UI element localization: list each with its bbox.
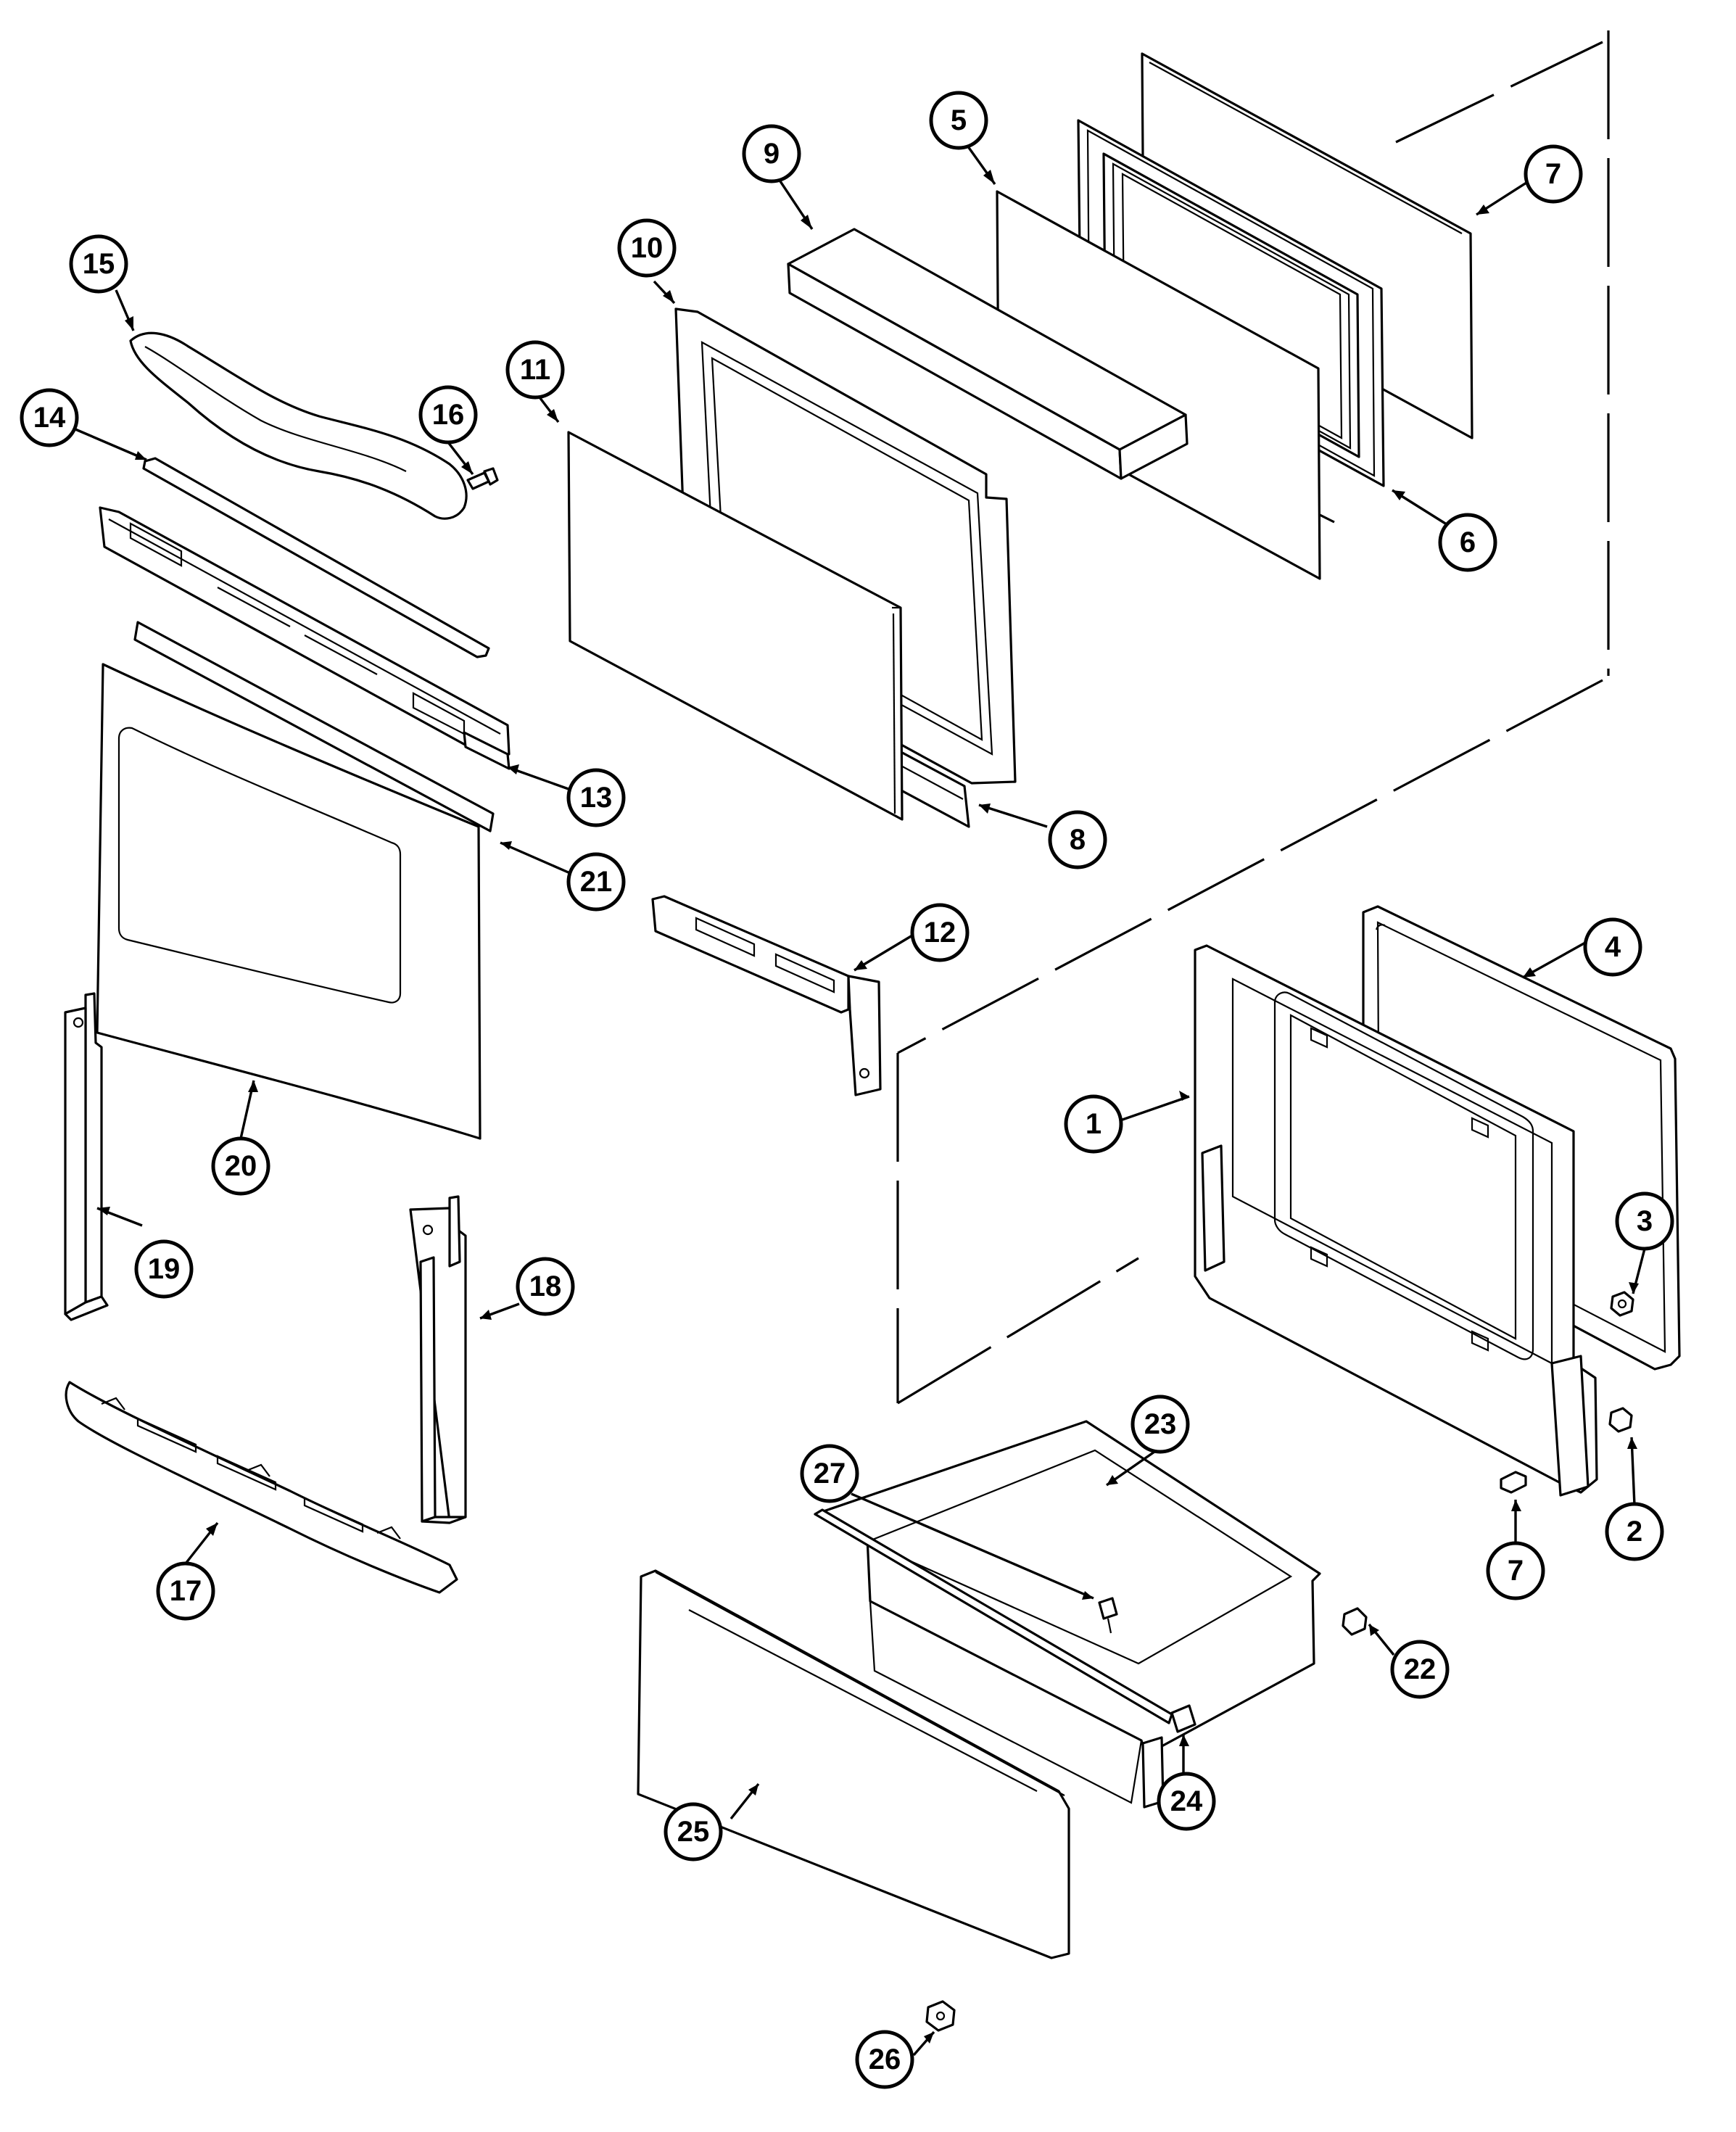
part-5-spacer [1500,1471,1527,1494]
callout-21: 21 [566,852,626,912]
callout-label: 17 [170,1575,202,1607]
callout-23: 23 [1131,1395,1190,1454]
callout-label: 18 [529,1270,562,1302]
callout-label: 25 [677,1816,710,1848]
callout-3: 3 [1615,1191,1674,1251]
callout-27: 27 [800,1444,859,1503]
callout-label: 23 [1144,1408,1177,1440]
part-14-trim-strip [142,457,490,658]
callout-20: 20 [211,1136,270,1196]
callout-label: 24 [1170,1785,1203,1817]
part-3-nut [1610,1291,1634,1317]
callout-label: 12 [924,917,956,949]
callout-label: 7 [1508,1555,1524,1587]
part-16-screw [466,467,499,490]
part-19-side-trim [64,992,109,1321]
callout-14: 14 [20,388,79,447]
part-15-handle [129,331,468,520]
callout-9: 9 [742,124,801,183]
callout-25: 25 [664,1802,723,1862]
callout-label: 11 [520,354,550,386]
callout-13: 13 [566,768,626,827]
part-24-stop [1170,1704,1196,1733]
callout-19: 19 [134,1239,194,1299]
callout-label: 2 [1627,1516,1642,1548]
part-27-screw [1098,1597,1118,1634]
part-13-control-panel [99,506,511,770]
arrowheads [97,170,1639,2044]
callout-4: 4 [1583,917,1642,977]
part-25-drawer-front [637,1569,1070,1959]
part-20-oven-door [96,663,481,1140]
callout-label: 13 [580,782,613,814]
callout-label: 21 [580,866,613,898]
part-1-door-frame [1194,944,1598,1497]
callout-label: 7 [1545,158,1561,190]
callout-16: 16 [418,385,478,445]
part-26-nut [925,2000,956,2032]
callout-label: 15 [83,248,115,280]
part-12-bracket [651,895,882,1096]
callout-label: 22 [1404,1653,1437,1685]
callout-label: 5 [951,104,967,136]
callout-label: 20 [225,1150,257,1182]
callout-label: 10 [631,232,664,264]
callout-label: 1 [1086,1108,1101,1140]
callout-24: 24 [1157,1772,1216,1831]
part-22-bumper [1342,1607,1368,1636]
callout-1: 1 [1064,1094,1123,1154]
part-17-kick-plate [65,1381,458,1594]
part-9-insulation [787,228,1189,480]
callout-label: 14 [33,402,66,434]
callout-8: 8 [1048,810,1107,869]
callout-label: 4 [1605,931,1621,963]
callout-11: 11 [505,340,565,400]
callout-10: 10 [617,218,677,278]
callout-label: 9 [764,138,780,170]
part-21-trim [133,621,495,832]
callout-5: 7 [1486,1541,1545,1600]
callout-label: 16 [432,399,465,431]
callout-label: 6 [1460,526,1476,558]
callout-label: 3 [1637,1205,1653,1237]
callout-6: 6 [1438,513,1497,572]
callout-22: 22 [1390,1640,1450,1699]
callout-12: 12 [910,903,970,962]
part-11-glass-panel [567,431,904,821]
callout-label: 26 [869,2044,901,2075]
callout-label: 27 [814,1458,846,1489]
callout-7b: 7 [1524,144,1583,204]
callout-15: 15 [69,234,128,294]
part-18-side-trim [409,1195,467,1524]
callout-26: 26 [855,2030,914,2089]
callout-17: 17 [156,1561,215,1621]
callout-7a: 5 [929,91,988,150]
part-2-clip [1608,1407,1633,1433]
callout-label: 8 [1070,824,1086,856]
callout-18: 18 [516,1257,575,1316]
callout-label: 19 [148,1253,181,1285]
callout-2: 2 [1605,1502,1664,1561]
